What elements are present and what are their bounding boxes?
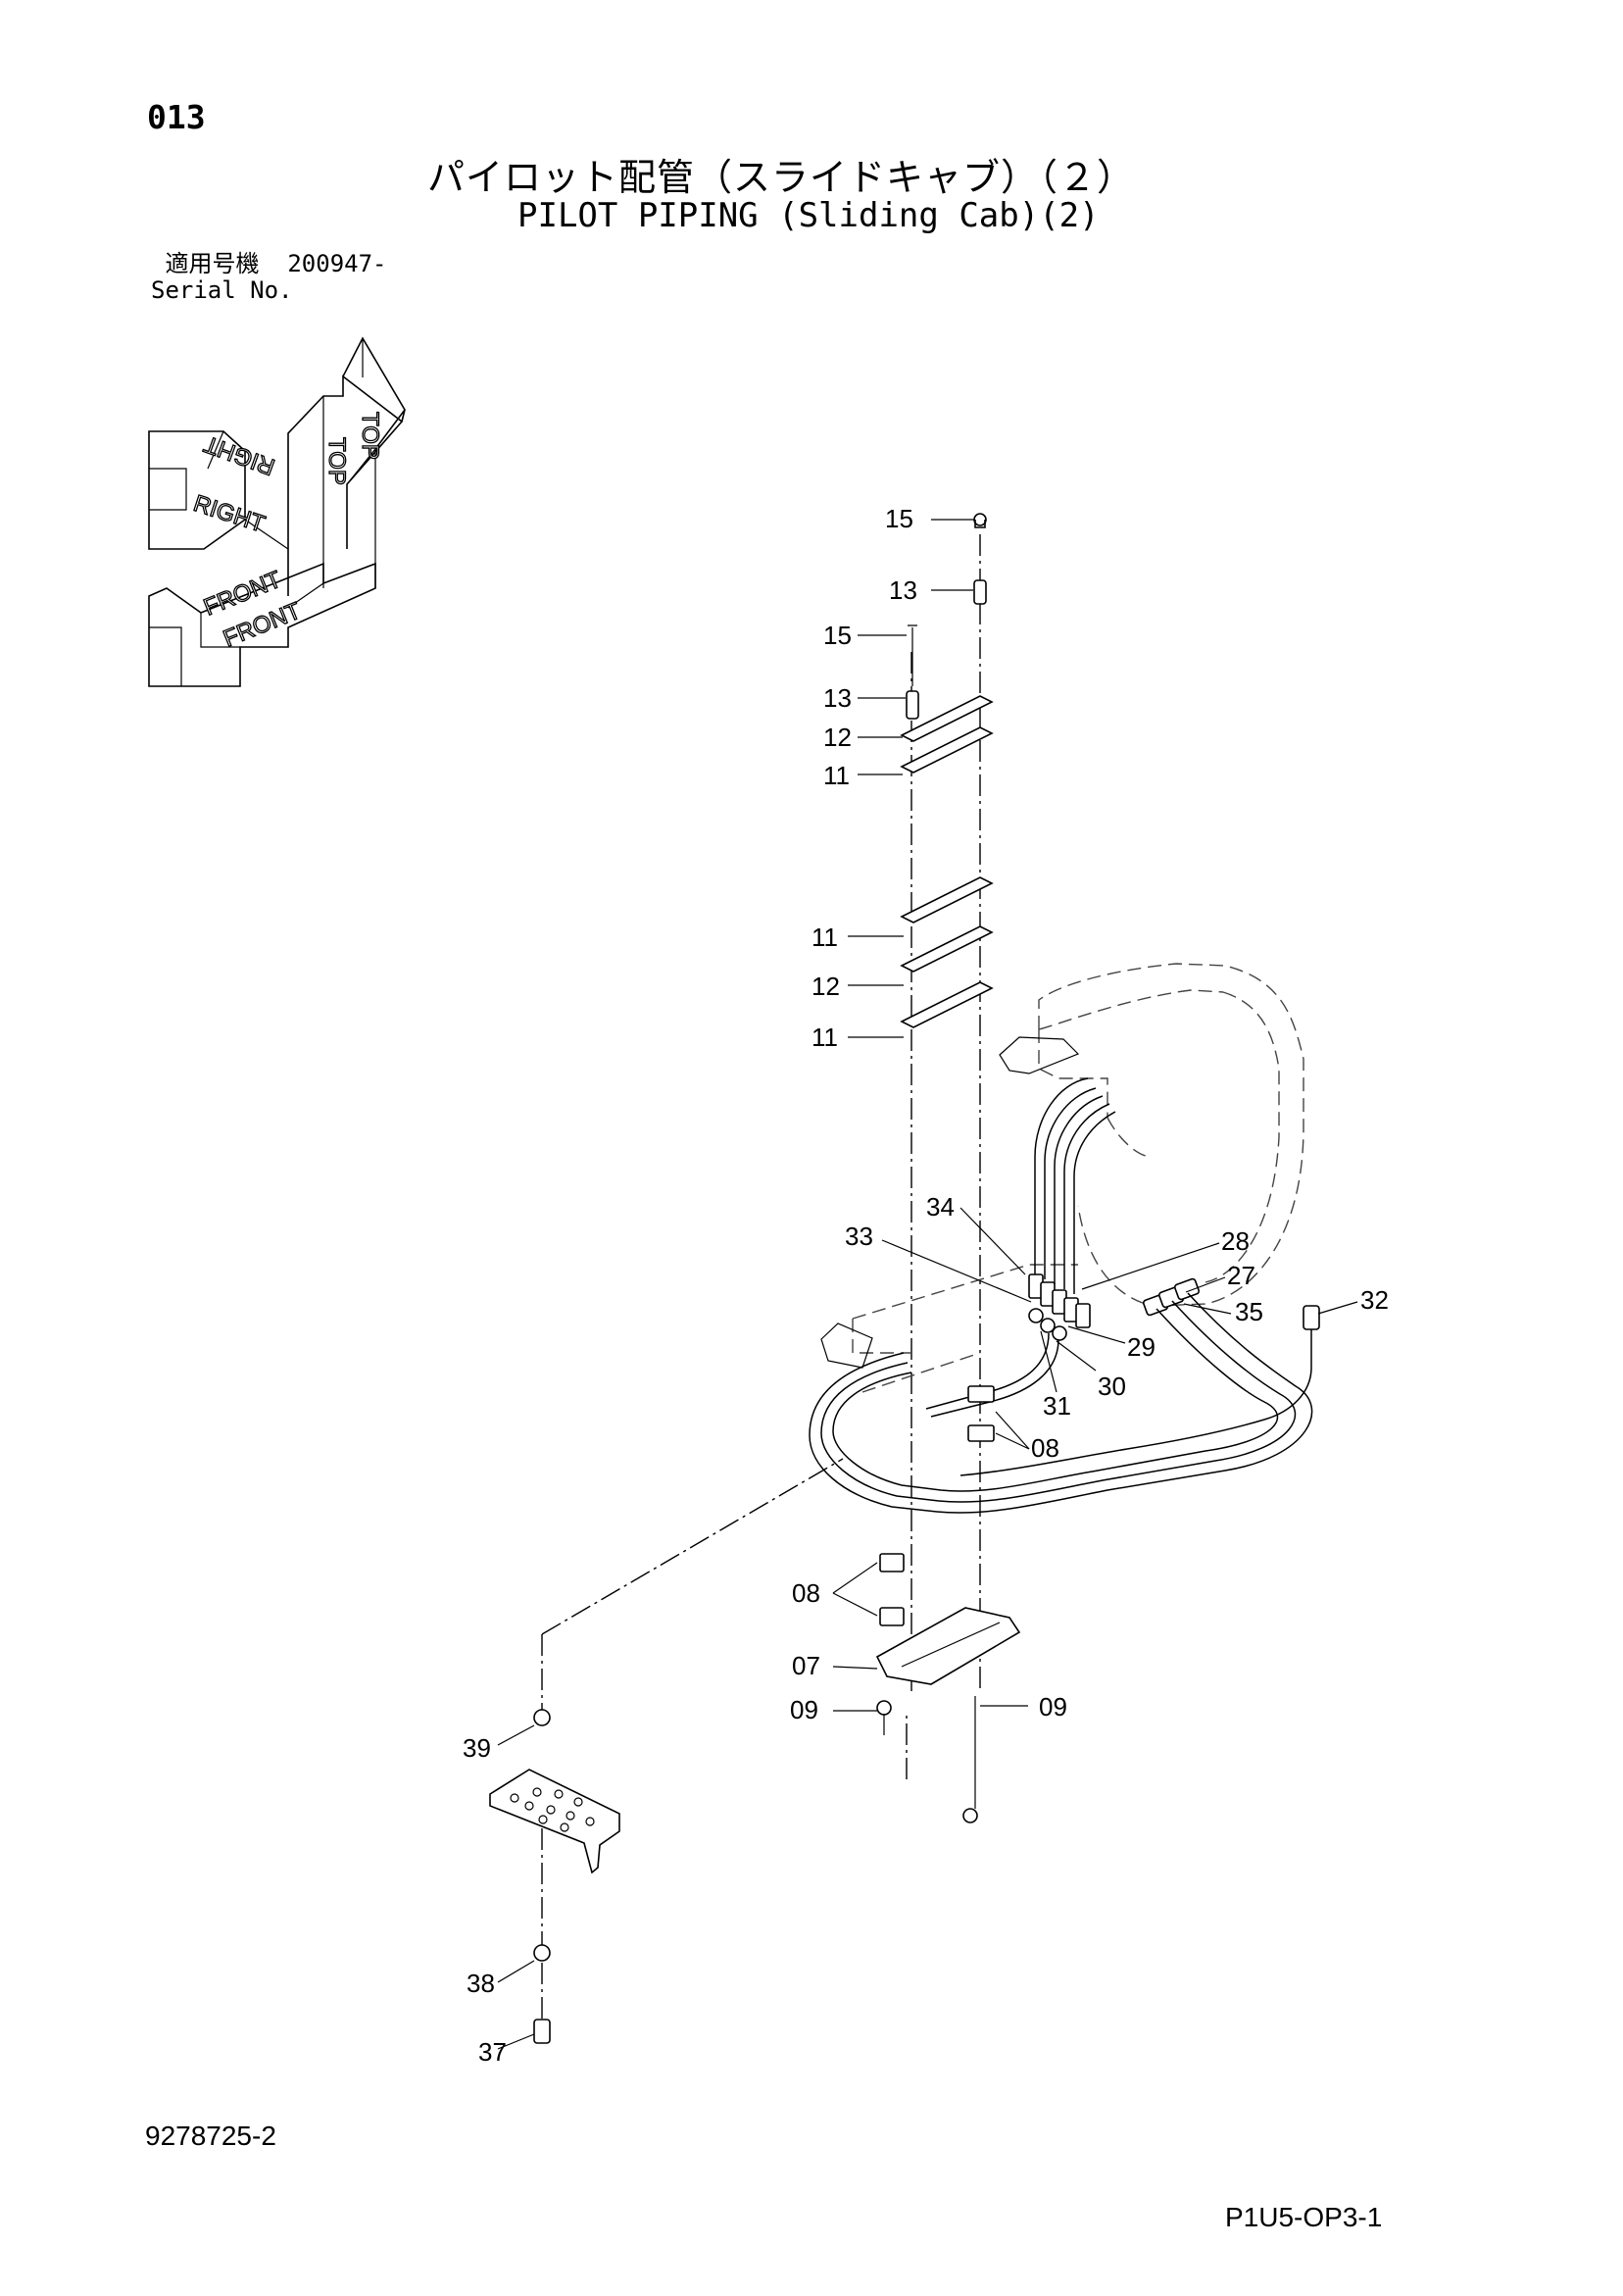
page-title-japanese: パイロット配管（スライドキャブ）（２）	[427, 156, 1136, 199]
hose-fittings-cluster	[1028, 1273, 1320, 1341]
cab-frame-outline	[820, 963, 1304, 1393]
callout-11-upper: 11	[823, 761, 850, 790]
pilot-hoses-vertical	[1034, 1077, 1116, 1294]
document-number: 9278725-2	[145, 2121, 276, 2151]
leader-lines	[497, 519, 1358, 2050]
assembly-center-lines	[541, 534, 981, 2027]
callout-12-lower: 12	[812, 972, 840, 1001]
callout-33: 33	[845, 1222, 873, 1251]
callout-15-lower: 15	[823, 621, 852, 650]
callout-09-right: 09	[1039, 1692, 1067, 1722]
step-plate	[489, 1709, 620, 2044]
serial-row-japanese: 適用号機 200947-	[151, 250, 387, 277]
callout-32: 32	[1360, 1285, 1389, 1315]
front-arrow-icon	[148, 562, 376, 687]
page-number: 013	[147, 98, 206, 136]
callout-34: 34	[926, 1192, 955, 1222]
callout-39: 39	[463, 1733, 491, 1763]
callout-13-upper: 13	[889, 575, 917, 605]
right-arrow-icon	[148, 430, 289, 550]
orientation-right-label-1: RIGHT	[200, 430, 278, 480]
serial-value: 200947-	[287, 250, 387, 277]
callout-38: 38	[467, 1969, 495, 1998]
upper-clamp-stack	[900, 513, 994, 1028]
callout-11-middle: 11	[812, 923, 838, 952]
callout-31: 31	[1043, 1391, 1071, 1421]
lower-mount-bracket	[875, 1385, 1021, 1823]
callout-37: 37	[478, 2037, 507, 2067]
callout-35: 35	[1235, 1297, 1263, 1326]
callout-09-left: 09	[790, 1695, 818, 1724]
callout-08-upper: 08	[1031, 1433, 1059, 1463]
orientation-indicator: TOP TOP RIGHT RIGHT FRONT FRONT	[148, 336, 406, 687]
callout-13-lower: 13	[823, 683, 852, 713]
callout-08-lower: 08	[792, 1578, 820, 1608]
serial-label-japanese: 適用号機	[165, 250, 260, 277]
serial-number-block: 適用号機 200947- Serial No.	[151, 251, 387, 304]
up-arrow-icon	[287, 336, 406, 596]
callout-11-lower: 11	[812, 1023, 838, 1052]
orientation-top-label-1: TOP	[357, 412, 383, 460]
orientation-top-label-2: TOP	[323, 437, 350, 485]
callout-29: 29	[1127, 1332, 1156, 1362]
serial-label-english: Serial No.	[151, 276, 293, 304]
callout-30: 30	[1098, 1372, 1126, 1401]
callout-27: 27	[1227, 1261, 1255, 1290]
callout-28: 28	[1221, 1226, 1250, 1256]
page-title-english: PILOT PIPING (Sliding Cab)(2)	[517, 196, 1100, 235]
sheet-code: P1U5-OP3-1	[1225, 2202, 1383, 2232]
callout-07: 07	[792, 1651, 820, 1680]
callout-12-upper: 12	[823, 723, 852, 752]
callout-labels: 15 13 15 13 12 11 11 12 11 34 33 28 27 3…	[463, 504, 1389, 2067]
callout-15-upper: 15	[885, 504, 913, 533]
